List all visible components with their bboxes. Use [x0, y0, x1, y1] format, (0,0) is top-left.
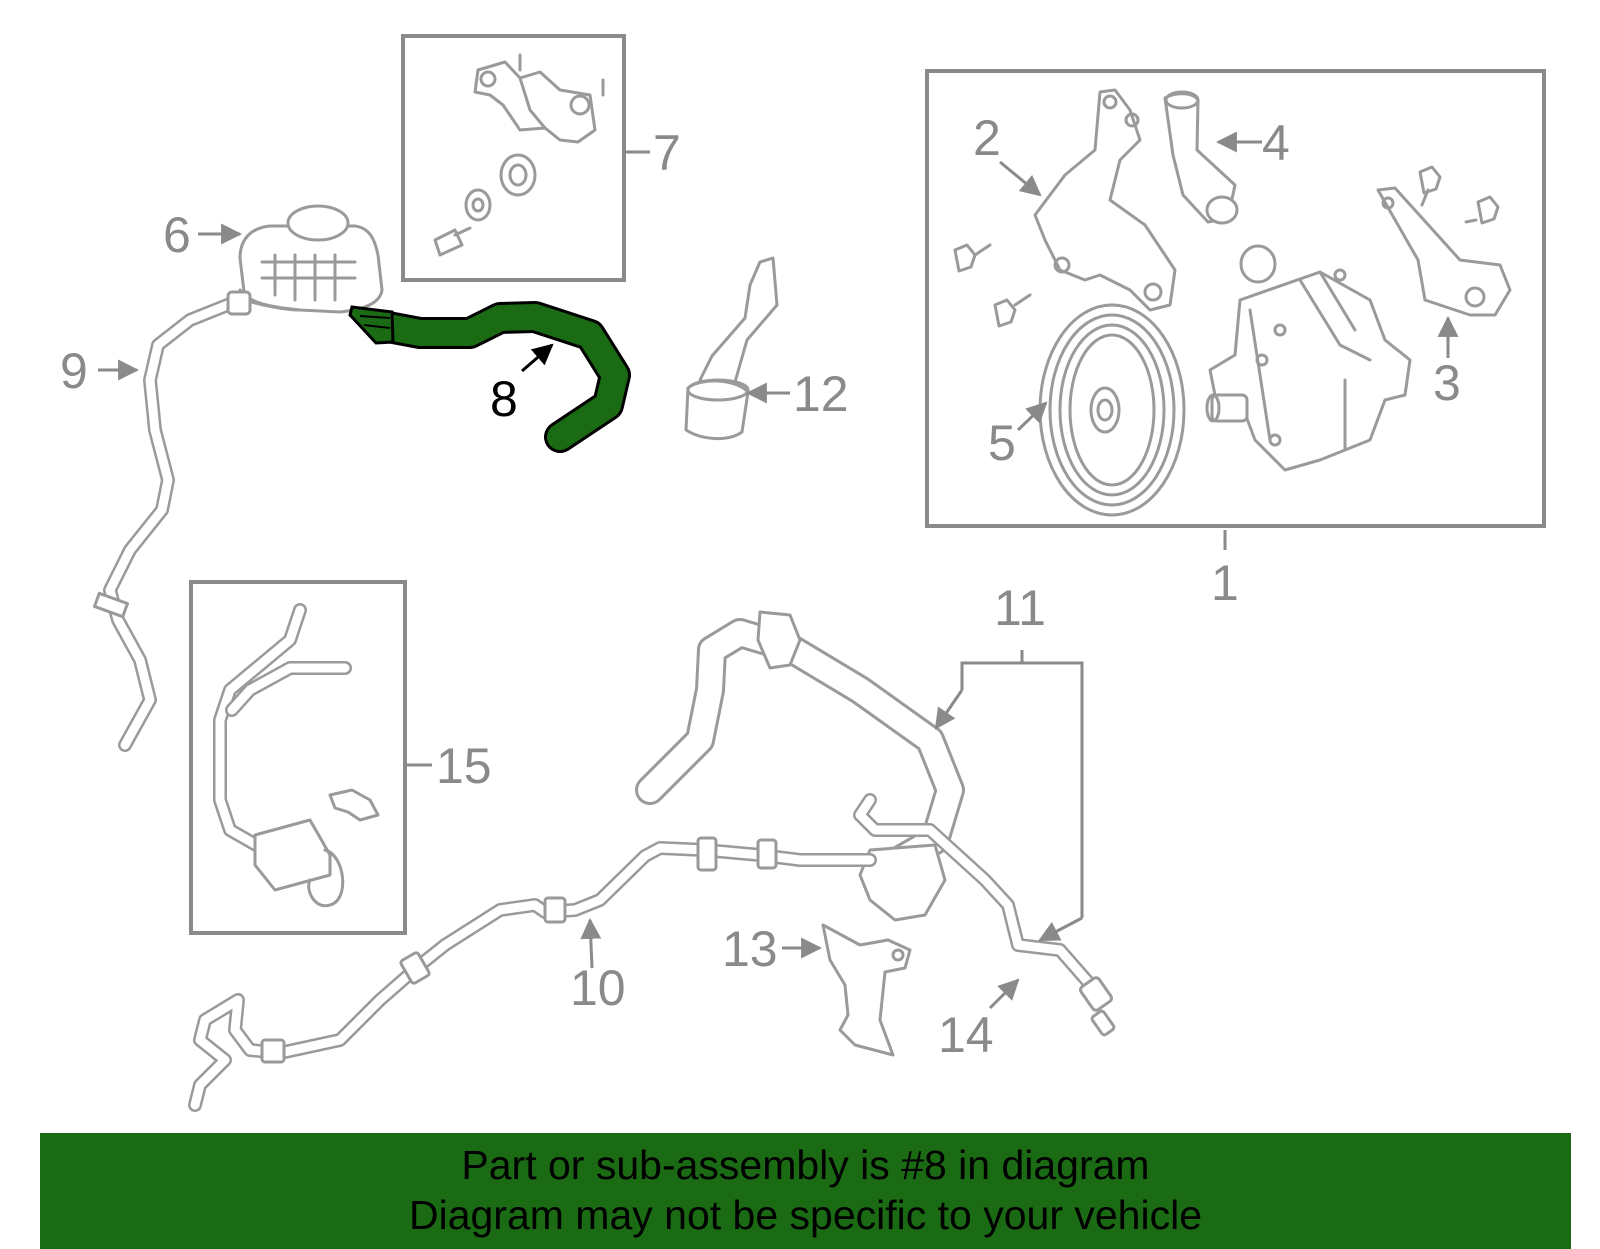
part-o-ring[interactable] [1239, 244, 1277, 284]
part-10-return-pipe[interactable] [188, 836, 877, 1112]
callout-4: 4 [1262, 115, 1290, 171]
callout-10: 10 [570, 960, 626, 1016]
kit-15-box [189, 580, 407, 935]
part-6-reservoir[interactable] [238, 204, 384, 314]
part-15-cooler-lines[interactable] [213, 603, 380, 908]
part-12-bracket[interactable] [684, 256, 779, 440]
callout-12: 12 [793, 366, 849, 422]
part-5-pulley[interactable] [1038, 303, 1186, 517]
info-banner: Part or sub-assembly is #8 in diagram Di… [40, 1133, 1571, 1249]
callout-11: 11 [994, 580, 1046, 636]
callout-6: 6 [163, 207, 191, 263]
callout-8: 8 [490, 371, 518, 427]
callout-14: 14 [938, 1007, 994, 1063]
callout-7: 7 [653, 125, 681, 181]
part-pump-body[interactable] [1205, 268, 1412, 472]
callout-9: 9 [60, 343, 88, 399]
callout-5: 5 [988, 415, 1016, 471]
callout-15: 15 [436, 738, 492, 794]
pump-assembly-box [925, 69, 1546, 528]
part-9-pipe[interactable] [93, 290, 252, 752]
part-11-pressure-hose[interactable] [635, 610, 1102, 997]
banner-line-1: Part or sub-assembly is #8 in diagram [461, 1142, 1150, 1188]
part-3-mount-bracket[interactable] [1376, 186, 1512, 317]
part-7-bracket-kit[interactable] [433, 53, 605, 257]
callout-2: 2 [973, 110, 1001, 166]
part-14-fitting[interactable] [1079, 976, 1116, 1037]
part-bolts[interactable] [953, 165, 1500, 328]
kit-7-box [401, 34, 626, 282]
part-13-bracket[interactable] [821, 923, 912, 1057]
callout-13: 13 [722, 921, 778, 977]
callout-3: 3 [1433, 355, 1461, 411]
part-4-pipe-fitting[interactable] [1163, 90, 1239, 225]
part-8-hose-highlighted[interactable] [348, 301, 631, 453]
banner-line-2: Diagram may not be specific to your vehi… [408, 1192, 1202, 1238]
part-2-pump-bracket[interactable] [1033, 88, 1177, 312]
callout-1: 1 [1211, 555, 1239, 611]
